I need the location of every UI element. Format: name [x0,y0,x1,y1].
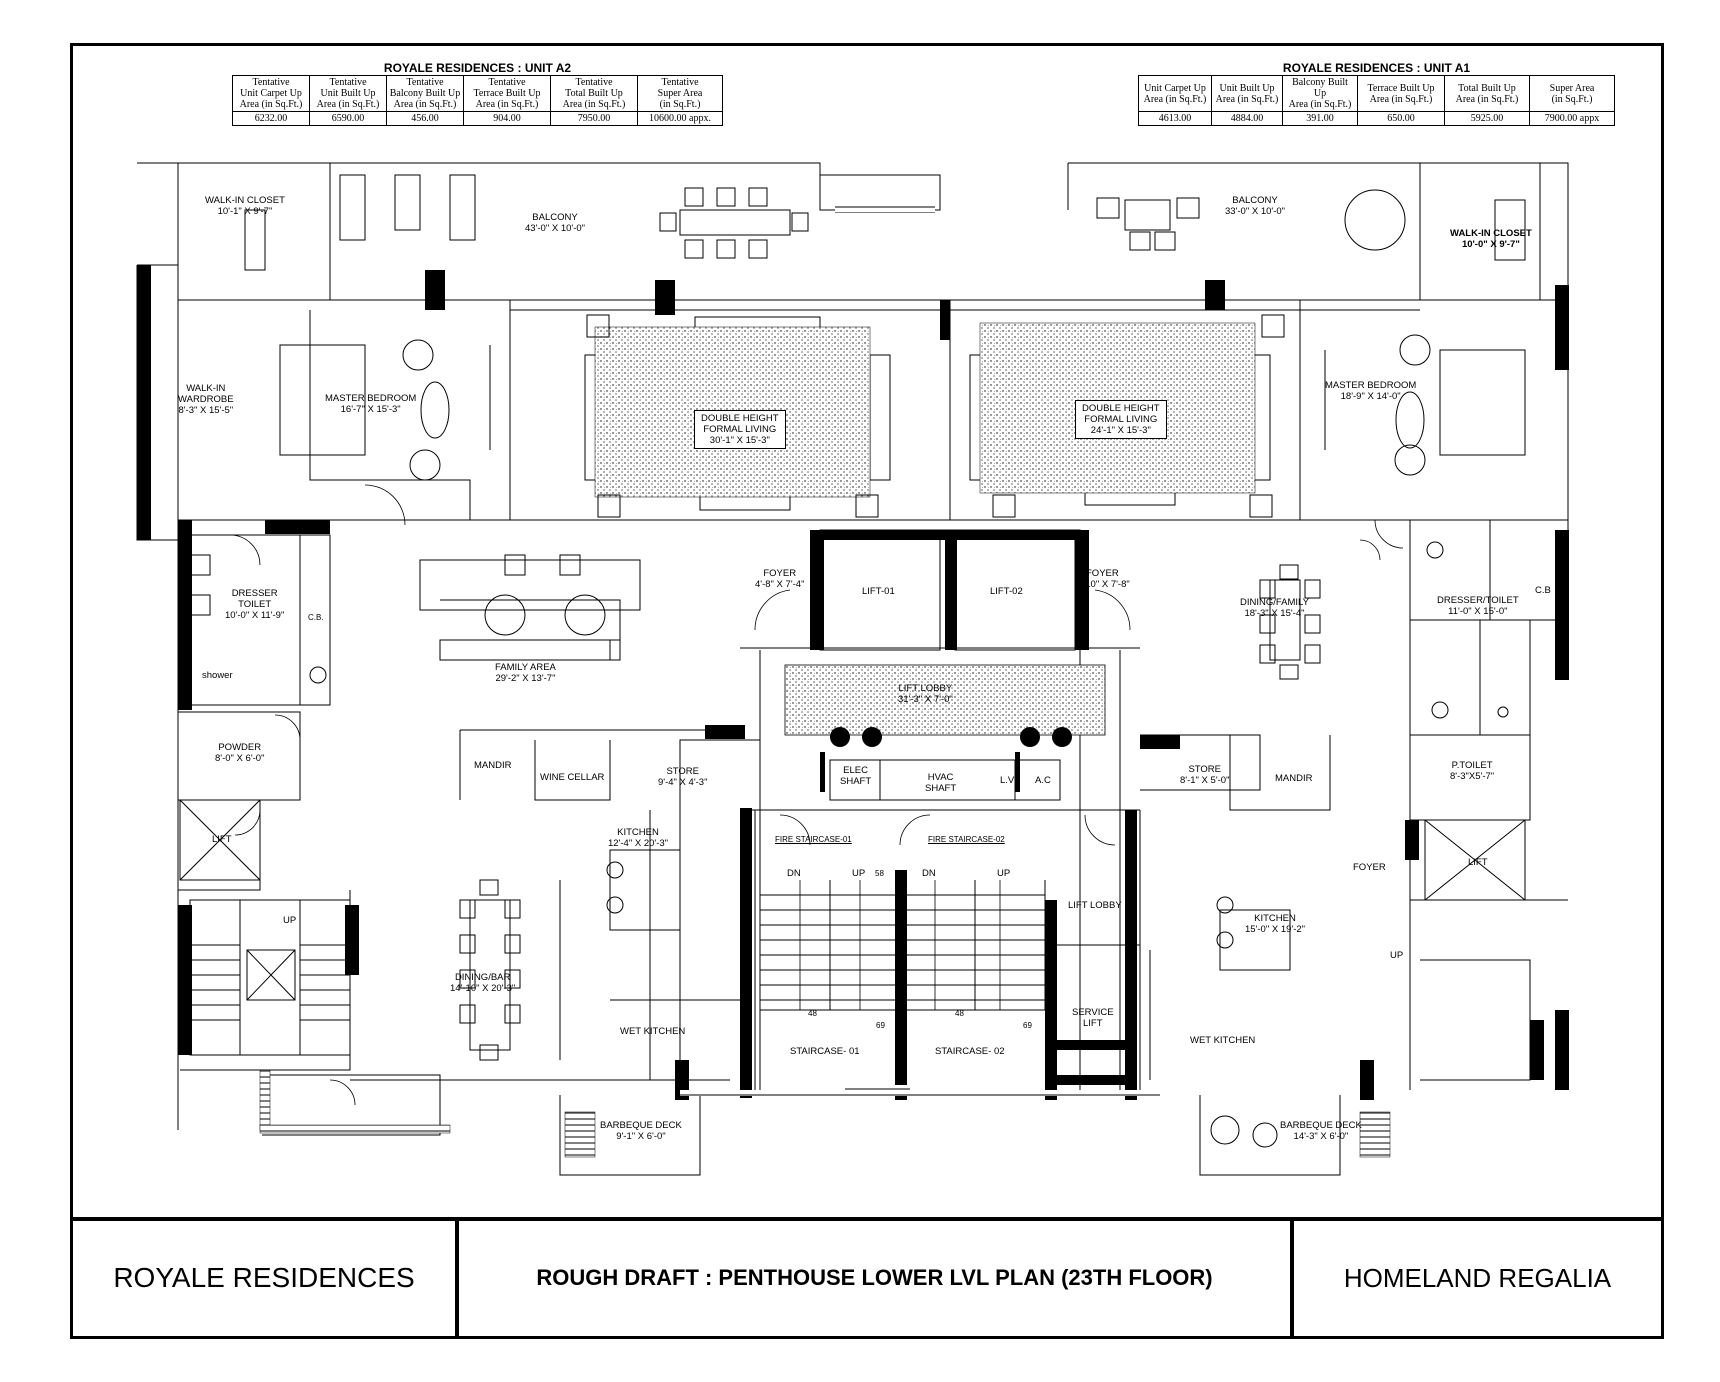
room-label-wet-kitchen-a2: WET KITCHEN [620,1026,686,1037]
room-label-dining-family: DINING/FAMILY 18'-3" X 15'-4" [1240,597,1309,619]
lift-lobby-floor [784,664,1106,736]
title-block-top-rule [70,1217,1664,1221]
a1-header-carpet: Unit Carpet Up Area (in Sq.Ft.) [1138,75,1212,112]
a1-value-total: 5925.00 [1444,111,1530,126]
drawing-frame [70,43,1664,1339]
room-label-lift-lobby: LIFT LOBBY 31'-3" X 7'-0" [898,683,953,705]
room-label-formal-living-a2: DOUBLE HEIGHT FORMAL LIVING 30'-1" X 15'… [694,410,786,449]
room-label-cb-a1: C.B [1535,585,1551,596]
room-label-fire-staircase-01: FIRE STAIRCASE-01 [775,835,852,844]
room-label-kitchen-a1: KITCHEN 15'-0" X 19'-2" [1245,913,1306,935]
a2-value-super: 10600.00 appx. [637,111,723,126]
room-label-hvac-shaft: HVAC SHAFT [925,772,957,794]
unit-a2-title: ROYALE RESIDENCES : UNIT A2 [383,61,572,75]
a1-value-super: 7900.00 appx [1529,111,1615,126]
a2-header-terrace: Tentative Terrace Built Up Area (in Sq.F… [463,75,551,112]
stair-number-48-b: 48 [955,1009,964,1018]
a1-header-built-up: Unit Built Up Area (in Sq.Ft.) [1211,75,1283,112]
room-label-cb-a2: C.B. [308,613,324,622]
a2-value-total: 7950.00 [550,111,638,126]
a2-value-balcony: 456.00 [386,111,464,126]
room-label-formal-living-a1: DOUBLE HEIGHT FORMAL LIVING 24'-1" X 15'… [1075,400,1167,439]
stair-up-left: UP [283,915,297,926]
a1-header-balcony: Balcony Built Up Area (in Sq.Ft.) [1282,75,1358,112]
room-label-lift-01: LIFT-01 [862,586,895,597]
a1-value-built-up: 4884.00 [1211,111,1283,126]
room-label-balcony-a2: BALCONY 43'-0" X 10'-0" [525,212,586,234]
stair-number-48-a: 48 [808,1009,817,1018]
unit-a1-area-table: ROYALE RESIDENCES : UNIT A1 Unit Carpet … [1138,62,1615,126]
a2-header-balcony: Tentative Balcony Built Up Area (in Sq.F… [386,75,464,112]
room-label-walkin-wardrobe: WALK-IN WARDROBE 8'-3" X 15'-5" [178,383,234,416]
room-label-elec-shaft: ELEC SHAFT [840,765,872,787]
room-label-foyer-a1: FOYER [1353,862,1386,873]
room-label-lift-a1: LIFT [1468,857,1488,868]
room-label-foyer-right: FOYER 4'-10" X 7'-8" [1075,568,1130,590]
a1-value-carpet: 4613.00 [1138,111,1212,126]
room-label-dresser-toilet-a2: DRESSER TOILET 10'-0" X 11'-9" [225,588,285,621]
room-label-staircase-01: STAIRCASE- 01 [790,1046,860,1057]
stair-number-69-a: 69 [876,1021,885,1030]
a2-header-carpet: Tentative Unit Carpet Up Area (in Sq.Ft.… [232,75,310,112]
room-label-fire-staircase-02: FIRE STAIRCASE-02 [928,835,1005,844]
a1-value-balcony: 391.00 [1282,111,1358,126]
room-label-barbeque-a2: BARBEQUE DECK 9'-1" X 6'-0" [600,1120,682,1142]
title-block-drawing: ROUGH DRAFT : PENTHOUSE LOWER LVL PLAN (… [459,1220,1290,1336]
room-label-master-bedroom-a1: MASTER BEDROOM 18'-9" X 14'-0" [1325,380,1417,402]
stair-up-2: UP [997,868,1011,879]
stair-dn-2: DN [922,868,936,879]
a2-header-built-up: Tentative Unit Built Up Area (in Sq.Ft.) [309,75,387,112]
drawing-title: ROUGH DRAFT : PENTHOUSE LOWER LVL PLAN (… [536,1265,1213,1290]
title-block-divider-1 [455,1220,459,1336]
stair-dn-1: DN [787,868,801,879]
room-label-barbeque-a1: BARBEQUE DECK 14'-3" X 6'-0" [1280,1120,1362,1142]
a1-header-terrace: Terrace Built Up Area (in Sq.Ft.) [1357,75,1445,112]
room-label-dresser-toilet-a1: DRESSER/TOILET 11'-0" X 15'-0" [1437,595,1519,617]
room-label-p-toilet: P.TOILET 8'-3"X5'-7" [1450,760,1495,782]
room-label-lift-lobby-service: LIFT LOBBY [1068,900,1122,911]
stair-number-58: 58 [875,869,884,878]
stair-up-right: UP [1390,950,1404,961]
room-label-dining-bar: DINING/BAR 14'-10" X 20'-3" [450,972,516,994]
room-label-balcony-a1: BALCONY 33'-0" X 10'-0" [1225,195,1286,217]
room-label-walkin-closet-a2: WALK-IN CLOSET 10'-1" X 9'-7" [205,195,285,217]
room-label-master-bedroom-a2: MASTER BEDROOM 16'-7" X 15'-3" [325,393,417,415]
room-label-staircase-02: STAIRCASE- 02 [935,1046,1005,1057]
room-label-store-a1: STORE 8'-1" X 5'-0" [1180,764,1230,786]
project-name: ROYALE RESIDENCES [113,1262,415,1293]
a2-header-super: Tentative Super Area (in Sq.Ft.) [637,75,723,112]
room-label-lift-a2: LIFT [212,834,232,845]
room-label-service-lift: SERVICE LIFT [1072,1007,1114,1029]
title-block-project: ROYALE RESIDENCES [73,1220,455,1336]
room-label-wet-kitchen-a1: WET KITCHEN [1190,1035,1256,1046]
room-label-shower: shower [202,670,233,681]
room-label-lift-02: LIFT-02 [990,586,1023,597]
unit-a1-title: ROYALE RESIDENCES : UNIT A1 [1282,61,1471,75]
stair-number-69-b: 69 [1023,1021,1032,1030]
stair-up-1: UP [852,868,866,879]
a1-header-total: Total Built Up Area (in Sq.Ft.) [1444,75,1530,112]
room-label-mandir-a1: MANDIR [1275,773,1313,784]
room-label-ac: A.C [1035,775,1051,786]
room-label-foyer-left: FOYER 4'-8" X 7'-4" [755,568,805,590]
title-block-client: HOMELAND REGALIA [1294,1220,1661,1336]
room-label-wine-cellar: WINE CELLAR [540,772,605,783]
title-block-divider-2 [1290,1220,1294,1336]
room-label-mandir-a2: MANDIR [474,760,512,771]
a2-value-built-up: 6590.00 [309,111,387,126]
room-label-lv: L.V [1000,775,1015,786]
a2-value-terrace: 904.00 [463,111,551,126]
room-label-kitchen-a2: KITCHEN 12'-4" X 20'-3" [608,827,669,849]
a2-value-carpet: 6232.00 [232,111,310,126]
a1-header-super: Super Area (in Sq.Ft.) [1529,75,1615,112]
room-label-store-a2: STORE 9'-4" X 4'-3" [658,766,708,788]
room-label-family-area: FAMILY AREA 29'-2" X 13'-7" [495,662,556,684]
a2-header-total: Tentative Total Built Up Area (in Sq.Ft.… [550,75,638,112]
a1-value-terrace: 650.00 [1357,111,1445,126]
unit-a2-area-table: ROYALE RESIDENCES : UNIT A2 Tentative Un… [232,62,723,126]
room-label-powder: POWDER 8'-0" X 6'-0" [215,742,265,764]
client-name: HOMELAND REGALIA [1343,1262,1612,1293]
room-label-walkin-closet-a1: WALK-IN CLOSET 10'-0" X 9'-7" [1450,228,1532,250]
